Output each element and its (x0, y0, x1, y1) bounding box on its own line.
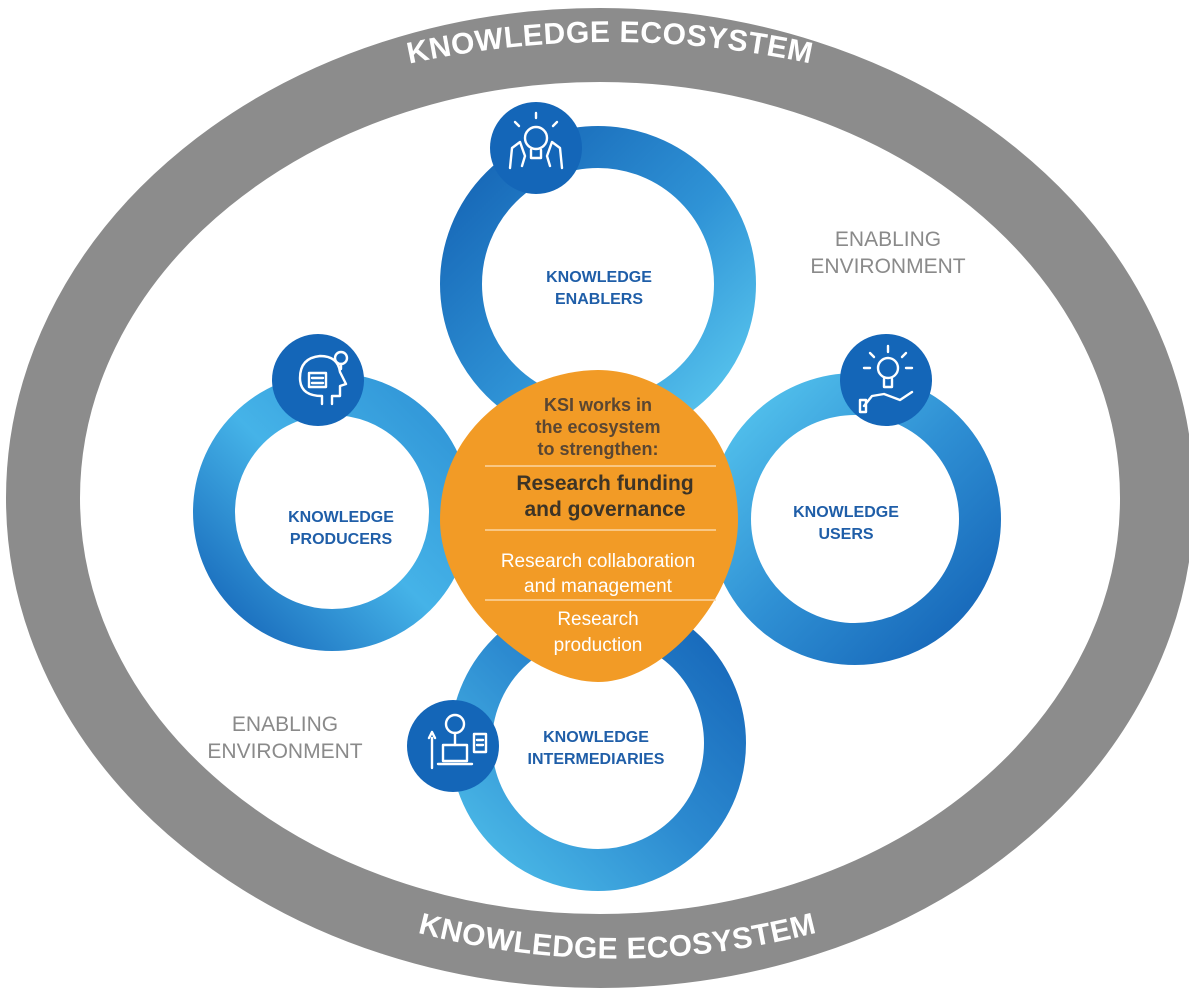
enablers-label-line1: KNOWLEDGE (546, 269, 652, 286)
lightbulb-hands-icon (490, 102, 582, 194)
center-item2-line1: Research collaboration (501, 551, 695, 572)
head-idea-icon (272, 334, 364, 426)
intermediaries-label-line2: INTERMEDIARIES (528, 751, 665, 768)
enabling-environment-upper-line1: ENABLING (835, 228, 941, 251)
enabling-environment-upper-line2: ENVIRONMENT (810, 255, 965, 278)
laptop-sharing-icon (407, 700, 499, 792)
center-item3-line2: production (554, 635, 643, 656)
center-item2-line2: and management (524, 576, 673, 597)
center-item1-line2: and governance (524, 498, 685, 521)
center-lead-line2: the ecosystem (535, 417, 660, 437)
producers-label-line2: PRODUCERS (290, 531, 393, 548)
center-lead-line3: to strengthen: (538, 439, 659, 459)
center-lead-line1: KSI works in (544, 395, 652, 415)
lightbulb-hand-icon (840, 334, 932, 426)
center-item3-line1: Research (557, 609, 638, 630)
intermediaries-label-line1: KNOWLEDGE (543, 729, 649, 746)
enabling-environment-lower-line2: ENVIRONMENT (207, 740, 362, 763)
center-item1-line1: Research funding (516, 472, 693, 495)
enabling-environment-lower-line1: ENABLING (232, 713, 338, 736)
producers-label-line1: KNOWLEDGE (288, 509, 394, 526)
center-focus-shape (440, 370, 738, 682)
users-label-line1: KNOWLEDGE (793, 504, 899, 521)
enablers-label-line2: ENABLERS (555, 291, 643, 308)
users-label-line2: USERS (818, 526, 873, 543)
ecosystem-ring (6, 8, 1189, 988)
